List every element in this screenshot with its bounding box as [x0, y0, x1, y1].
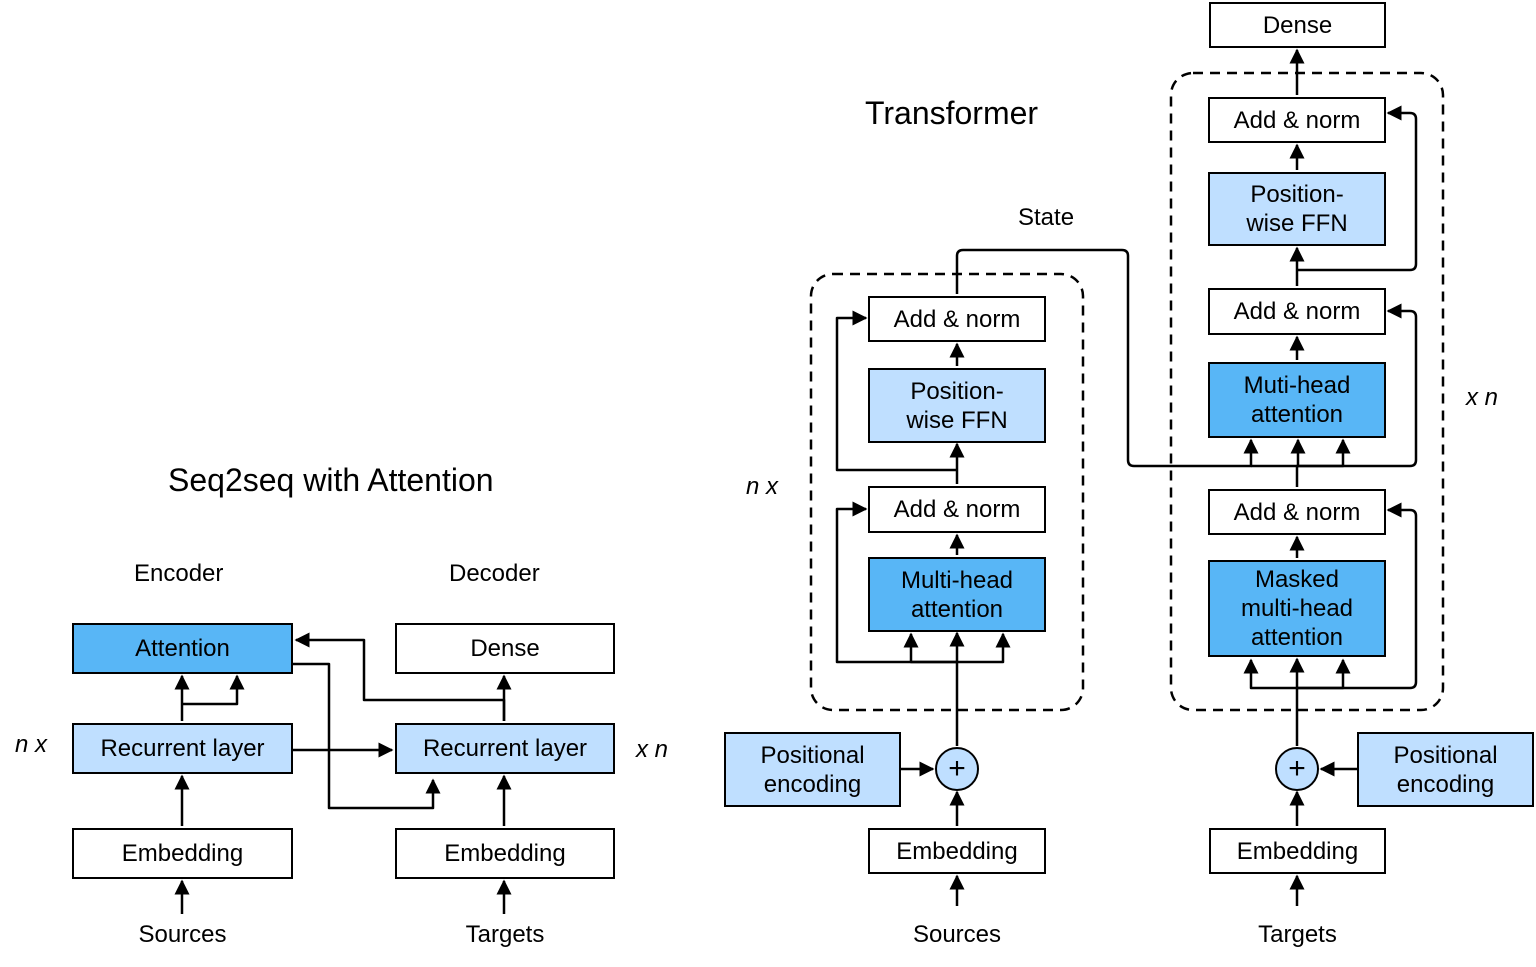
- seq2seq-attention-box: Attention: [72, 623, 293, 674]
- decoder-masked-attention-box: Masked multi-head attention: [1208, 560, 1386, 657]
- transformer-title: Transformer: [865, 95, 1039, 131]
- decoder-label: Decoder: [449, 560, 540, 587]
- decoder-add-norm-bottom-box: Add & norm: [1208, 489, 1386, 535]
- seq2seq-title: Seq2seq with Attention: [168, 462, 494, 498]
- seq2seq-decoder-embedding-box: Embedding: [395, 828, 615, 879]
- encoder-ffn-box: Position- wise FFN: [868, 368, 1046, 443]
- encoder-positional-encoding-box: Positional encoding: [724, 732, 901, 807]
- decoder-ffn-box: Position- wise FFN: [1208, 172, 1386, 246]
- decoder-repeat-label: x n: [1466, 384, 1499, 411]
- seq2seq-sources-label: Sources: [138, 921, 227, 948]
- decoder-dense-box: Dense: [1209, 2, 1386, 48]
- decoder-add-norm-top-box: Add & norm: [1208, 97, 1386, 143]
- decoder-add-icon: +: [1275, 747, 1319, 791]
- seq2seq-decoder-recurrent-box: Recurrent layer: [395, 723, 615, 774]
- encoder-add-norm-bottom-box: Add & norm: [868, 486, 1046, 533]
- state-label: State: [1018, 204, 1075, 231]
- seq2seq-encoder-recurrent-box: Recurrent layer: [72, 723, 293, 774]
- encoder-add-norm-top-box: Add & norm: [868, 296, 1046, 342]
- encoder-multi-head-attention-box: Multi-head attention: [868, 557, 1046, 632]
- decoder-positional-encoding-box: Positional encoding: [1357, 732, 1534, 807]
- seq2seq-dense-box: Dense: [395, 623, 615, 674]
- decoder-add-norm-mid-box: Add & norm: [1208, 288, 1386, 335]
- decoder-attention-box: Muti-head attention: [1208, 362, 1386, 438]
- seq2seq-targets-label: Targets: [465, 921, 545, 948]
- encoder-add-icon: +: [935, 747, 979, 791]
- seq2seq-encoder-embedding-box: Embedding: [72, 828, 293, 879]
- encoder-repeat-label: n x: [746, 473, 779, 500]
- encoder-block-region: [809, 272, 1085, 712]
- seq2seq-encoder-repeat-label: n x: [15, 731, 48, 758]
- decoder-embedding-box: Embedding: [1209, 828, 1386, 874]
- seq2seq-decoder-repeat-label: x n: [636, 736, 669, 763]
- transformer-targets-label: Targets: [1258, 921, 1337, 948]
- encoder-label: Encoder: [134, 560, 224, 587]
- encoder-embedding-box: Embedding: [868, 828, 1046, 874]
- transformer-sources-label: Sources: [912, 921, 1002, 948]
- decoder-block-region: [1169, 71, 1445, 712]
